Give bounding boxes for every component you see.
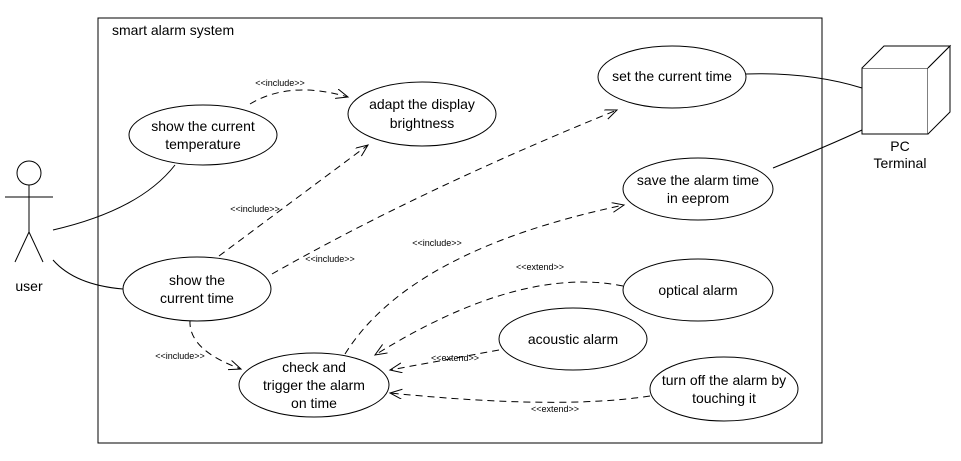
usecase-optical-alarm-line1: optical alarm [658,282,737,298]
usecase-save-alarm-line1: save the alarm time [637,172,759,188]
usecase-acoustic-alarm: acoustic alarm [498,307,648,371]
actor-head [16,160,42,186]
association-savealarm-pc [772,129,863,169]
usecase-show-time-line2: current time [160,290,234,306]
usecase-optical-alarm: optical alarm [622,258,774,322]
label-include-check-savealarm: <<include>> [412,238,462,248]
label-include-temperature-adapt: <<include>> [255,78,305,88]
usecase-adapt-display-line2: brightness [390,115,455,131]
pc-terminal-node: PC Terminal [861,44,952,171]
user-actor: user [5,160,53,294]
association-settime-pc [745,73,863,89]
usecase-turn-off-alarm-line2: touching it [692,390,756,406]
association-user-temperature [52,164,176,231]
label-extend-turnoff-check: <<extend>> [531,404,579,414]
usecase-show-temperature-line2: temperature [165,136,241,152]
actor-left-leg [14,231,30,263]
actor-right-leg [28,231,44,263]
usecase-turn-off-alarm-line1: turn off the alarm by [662,372,786,388]
extend-optical-check [375,281,624,355]
include-time-settime [271,110,617,275]
include-time-check [189,319,241,369]
label-extend-acoustic-check: <<extend>> [431,353,479,363]
extend-acoustic-check [390,349,500,370]
label-include-time-check: <<include>> [155,351,205,361]
usecase-turn-off-alarm: turn off the alarm by touching it [649,356,799,422]
usecase-save-alarm-line2: in eeprom [667,190,729,206]
association-user-time [52,259,124,290]
usecase-show-temperature-line1: show the current [151,118,255,134]
usecase-acoustic-alarm-line1: acoustic alarm [528,331,618,347]
system-boundary [97,17,823,444]
usecase-show-temperature: show the current temperature [128,104,278,166]
usecase-show-time-line1: show the [169,272,225,288]
node-side-face [927,44,951,135]
usecase-show-time: show the current time [122,256,272,322]
label-extend-optical-check: <<extend>> [516,262,564,272]
node-label-terminal: Terminal [874,155,927,171]
node-front-face [861,67,929,135]
usecase-check-alarm: check and trigger the alarm on time [238,352,390,418]
usecase-set-time-line1: set the current time [612,68,732,84]
system-title: smart alarm system [112,22,234,38]
label-include-time-settime: <<include>> [305,254,355,264]
usecase-adapt-display-line1: adapt the display [369,96,475,112]
usecase-set-time: set the current time [597,45,747,109]
actor-label-user: user [15,278,43,294]
usecase-check-alarm-line2: trigger the alarm [263,377,365,393]
usecase-save-alarm: save the alarm time in eeprom [622,157,774,221]
include-time-adapt [218,145,368,257]
include-check-savealarm [344,205,624,355]
usecase-adapt-display: adapt the display brightness [347,81,497,147]
usecase-check-alarm-line1: check and [282,359,346,375]
extend-turnoff-check [390,393,651,403]
node-label-pc: PC [890,138,909,154]
label-include-time-adapt: <<include>> [230,204,280,214]
include-temperature-adapt [249,90,348,105]
usecase-check-alarm-line3: on time [291,395,337,411]
